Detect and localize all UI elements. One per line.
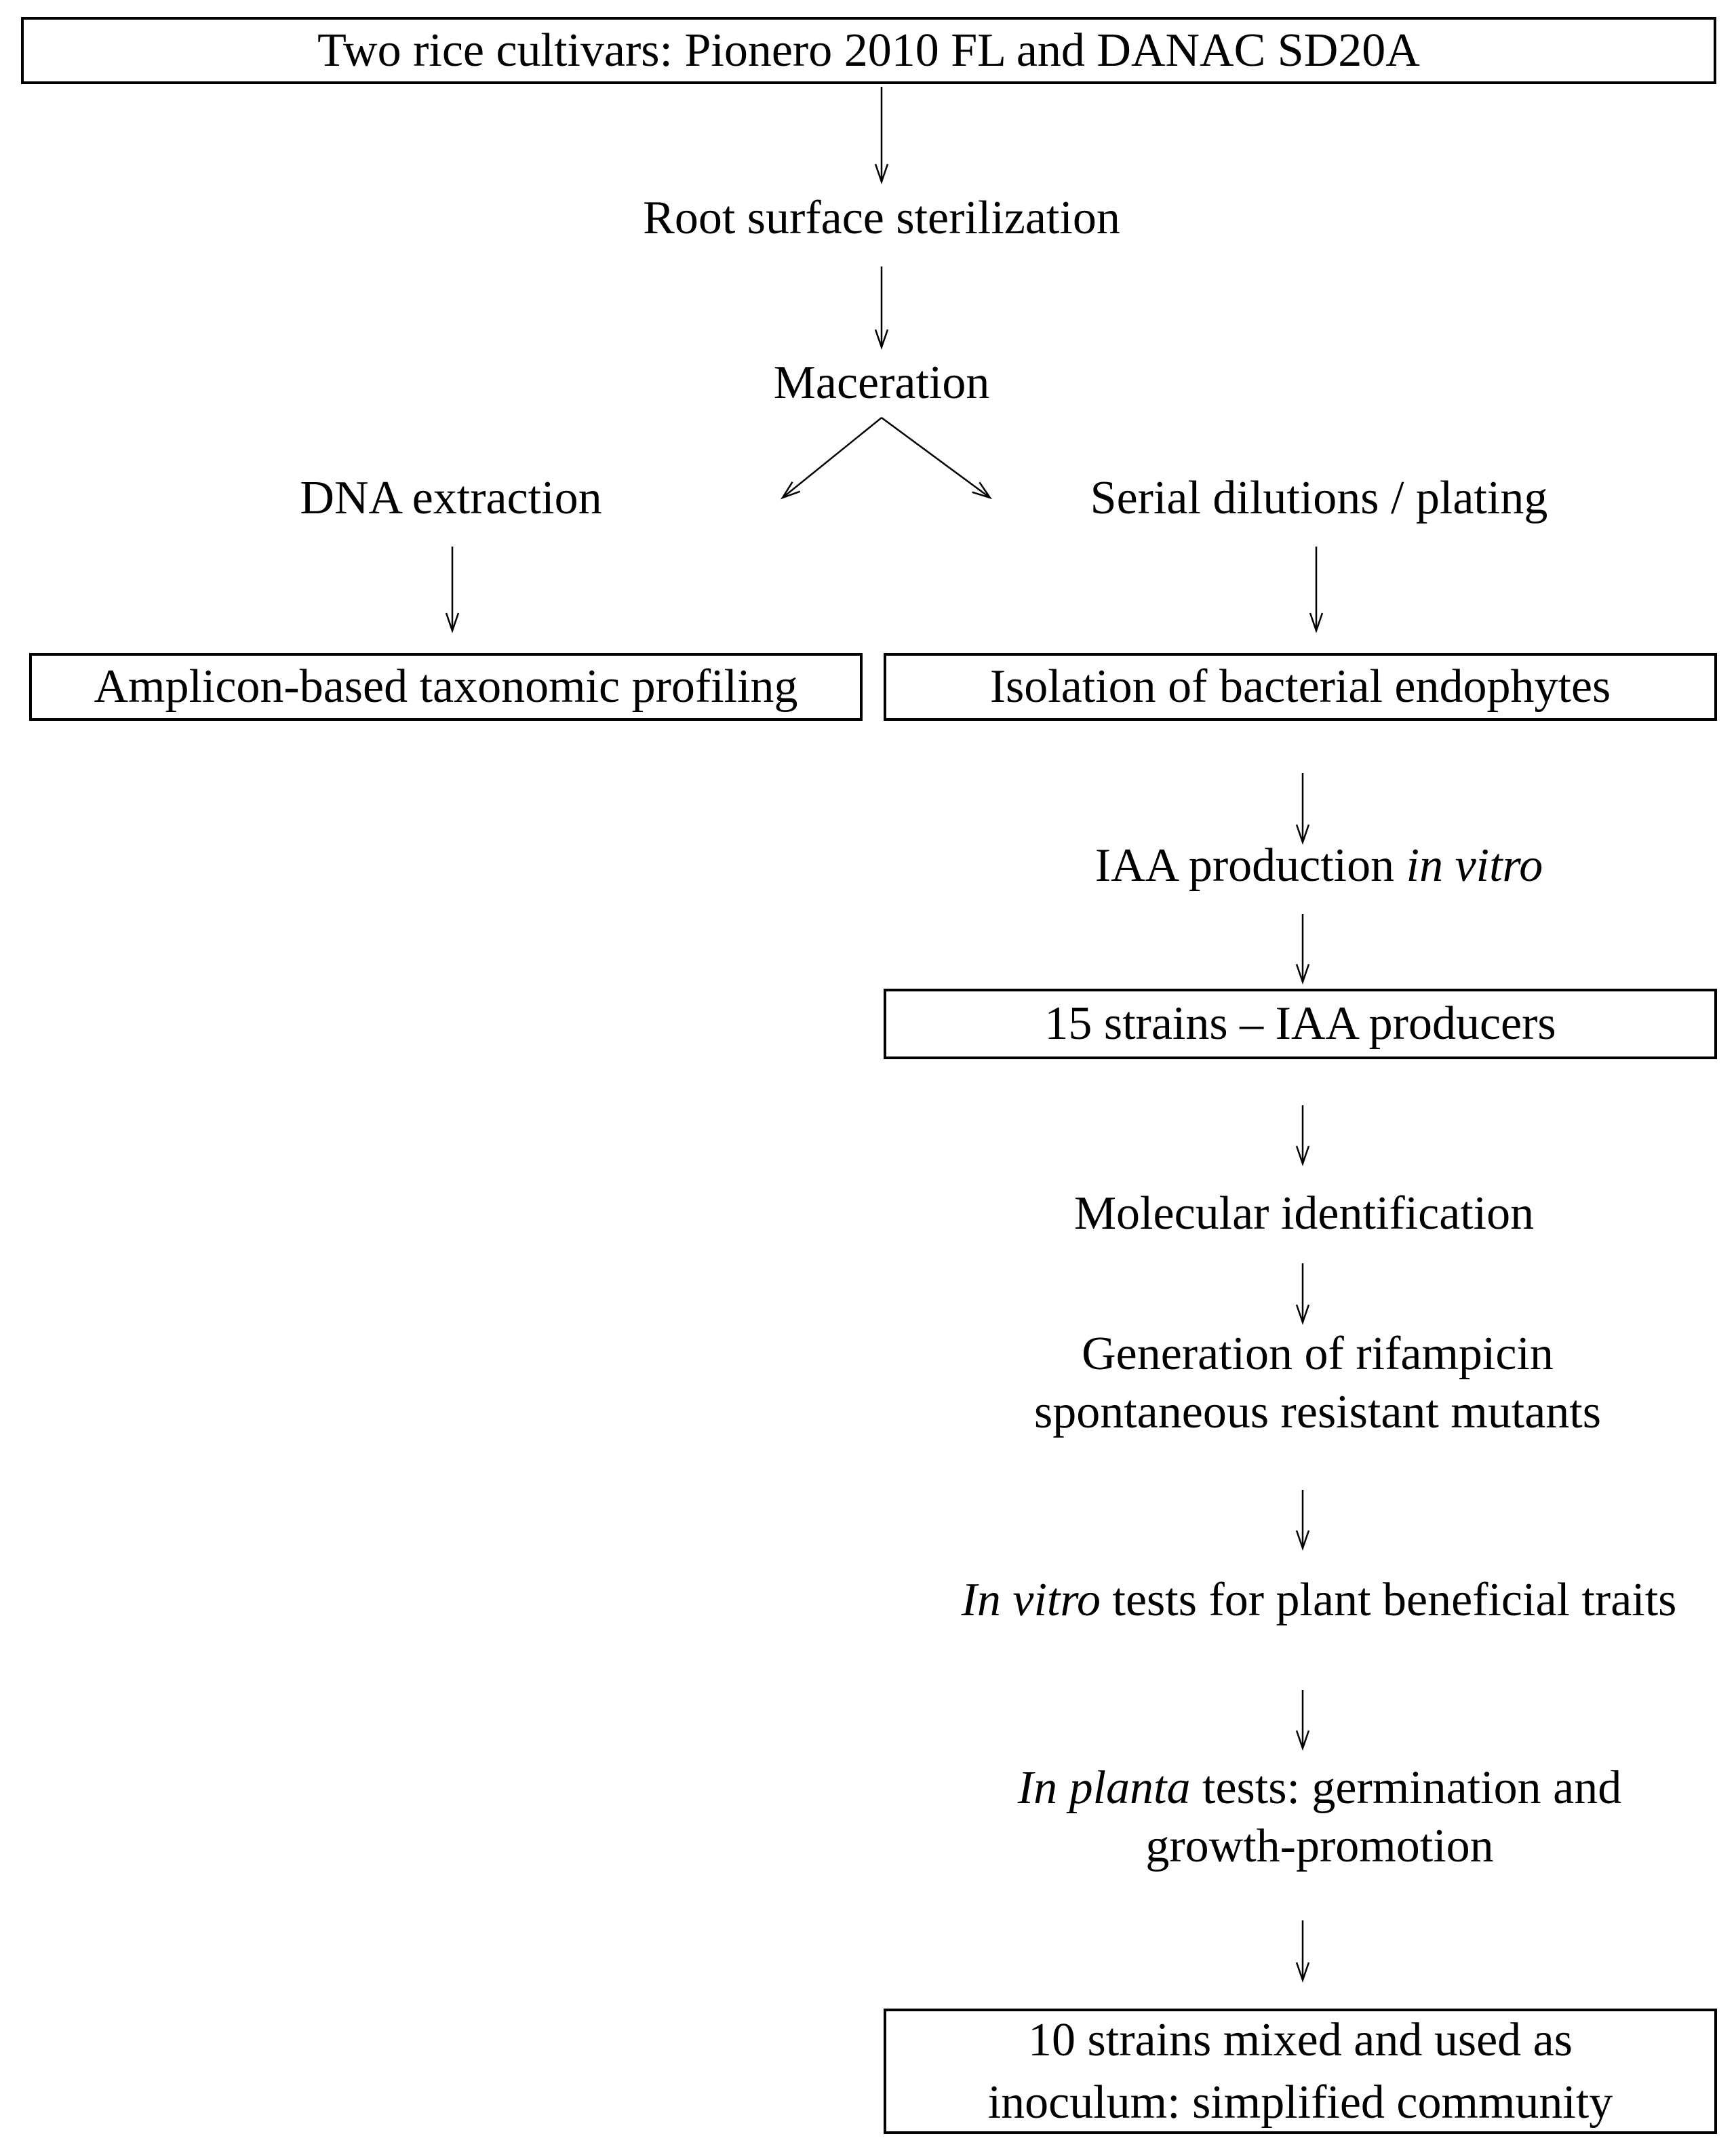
- node-label-isolation-endophytes: Isolation of bacterial endophytes: [989, 660, 1611, 713]
- node-label-cultivars: Two rice cultivars: Pionero 2010 FL and …: [317, 24, 1420, 77]
- arrow-maceration-to-serial-dilutions: [881, 416, 993, 500]
- node-box-amplicon-profiling: Amplicon-based taxonomic profiling: [29, 653, 863, 721]
- node-label-iaa-production: IAA production in vitro: [1094, 840, 1543, 892]
- node-label-invitro-tests: In vitro tests for plant beneficial trai…: [961, 1574, 1677, 1626]
- node-label-root-sterilization: Root surface sterilization: [643, 192, 1120, 244]
- node-box-10-strains: 10 strains mixed and used as inoculum: s…: [884, 2009, 1717, 2134]
- node-label-serial-dilutions: Serial dilutions / plating: [1090, 472, 1548, 524]
- node-box-15-strains: 15 strains – IAA producers: [884, 989, 1717, 1059]
- arrow-maceration-to-dna-extraction: [781, 417, 882, 500]
- node-label-amplicon-profiling: Amplicon-based taxonomic profiling: [94, 660, 798, 713]
- node-box-cultivars: Two rice cultivars: Pionero 2010 FL and …: [21, 17, 1716, 84]
- node-label-dna-extraction: DNA extraction: [300, 472, 602, 524]
- node-label-10-strains-line1: 10 strains mixed and used as: [1028, 2013, 1573, 2066]
- node-label-10-strains-line2: inoculum: simplified community: [987, 2076, 1613, 2129]
- node-box-isolation-endophytes: Isolation of bacterial endophytes: [884, 653, 1717, 721]
- node-label-inplanta-tests: In planta tests: germination and growth-…: [1017, 1762, 1622, 1872]
- node-label-15-strains: 15 strains – IAA producers: [1044, 998, 1556, 1050]
- node-label-rifampicin-mutants: Generation of rifampicin spontaneous res…: [1033, 1328, 1602, 1438]
- node-label-molecular-identification: Molecular identification: [1073, 1187, 1535, 1240]
- node-label-maceration: Maceration: [773, 357, 990, 409]
